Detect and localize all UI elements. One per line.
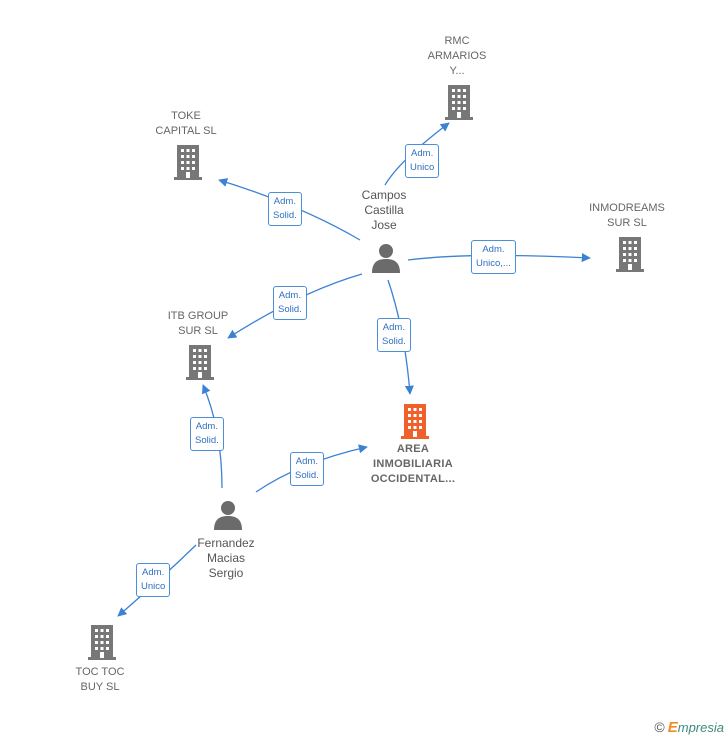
edge-label-campos-area[interactable]: Adm. Solid. [377,318,411,352]
node-label-line: CAPITAL SL [155,125,217,137]
building-icon-toke[interactable] [174,145,202,180]
node-label-toctoc[interactable]: TOC TOC BUY SL [30,665,170,695]
building-icon-itb[interactable] [186,345,214,380]
building-icon-rmc[interactable] [445,85,473,120]
node-label-inmodreams[interactable]: INMODREAMS SUR SL [557,201,697,231]
node-label-line: OCCIDENTAL... [370,473,456,485]
edge-label-line: Unico [141,581,166,592]
edge-label-campos-inmodreams[interactable]: Adm. Unico,... [471,240,516,274]
node-label-line: INMODREAMS [589,202,665,214]
node-label-toke[interactable]: TOKE CAPITAL SL [116,109,256,139]
node-label-area[interactable]: AREA INMOBILIARIA OCCIDENTAL... [343,442,483,487]
node-label-line: TOKE [171,110,201,122]
node-label-line: ITB GROUP [167,310,229,322]
edge-label-fernandez-itb[interactable]: Adm. Solid. [190,417,224,451]
node-label-line: Sergio [208,566,244,580]
building-icon-inmodreams[interactable] [616,237,644,272]
edge-label-line: Unico,... [476,258,511,269]
node-label-line: INMOBILIARIA [373,458,453,470]
edge-label-line: Adm. [482,244,505,255]
edge-label-campos-rmc[interactable]: Adm. Unico [405,144,440,178]
node-label-line: Campos [361,188,407,202]
edge-label-line: Adm. [273,196,296,207]
brand-footer[interactable]: ©Empresia [654,719,724,736]
edge-label-line: Solid. [195,435,219,446]
node-label-line: ARMARIOS [427,50,487,62]
edge-label-line: Solid. [273,210,297,221]
person-icon-fernandez[interactable] [214,501,242,530]
node-label-campos[interactable]: Campos Castilla Jose [314,188,454,233]
edge-label-line: Adm. [142,567,165,578]
edge-label-line: Solid. [295,470,319,481]
edge-label-line: Adm. [295,456,318,467]
node-label-line: RMC [444,35,470,47]
building-icon-toctoc[interactable] [88,625,116,660]
node-label-line: AREA [396,443,430,455]
copyright-icon: © [654,719,665,735]
node-label-line: TOC TOC [75,666,125,678]
node-label-line: Macias [206,551,245,565]
edge-label-line: Adm. [411,148,434,159]
edge-label-line: Solid. [382,336,406,347]
edge-label-line: Unico [410,162,435,173]
node-label-line: Fernandez [197,536,255,550]
node-label-itb[interactable]: ITB GROUP SUR SL [128,309,268,339]
building-icon-area[interactable] [401,404,429,439]
edge-label-fernandez-area[interactable]: Adm. Solid. [290,452,324,486]
node-label-line: Castilla [364,203,404,217]
node-label-line: Jose [371,218,397,232]
node-label-line: SUR SL [607,217,647,229]
edge-label-line: Adm. [195,421,218,432]
edge-label-campos-itb[interactable]: Adm. Solid. [273,286,307,320]
edge-label-campos-toke[interactable]: Adm. Solid. [268,192,302,226]
brand-initial: E [667,719,678,736]
edge-label-fernandez-toctoc[interactable]: Adm. Unico [136,563,171,597]
node-label-fernandez[interactable]: Fernandez Macias Sergio [156,536,296,581]
edge-label-line: Solid. [278,304,302,315]
node-label-line: Y... [449,65,465,77]
node-label-rmc[interactable]: RMC ARMARIOS Y... [387,34,527,79]
brand-name: mpresia [677,720,724,735]
node-label-line: BUY SL [80,681,120,693]
edge-label-line: Adm. [278,290,301,301]
node-label-line: SUR SL [178,325,218,337]
person-icon-campos[interactable] [372,244,400,273]
edge-label-line: Adm. [382,322,405,333]
